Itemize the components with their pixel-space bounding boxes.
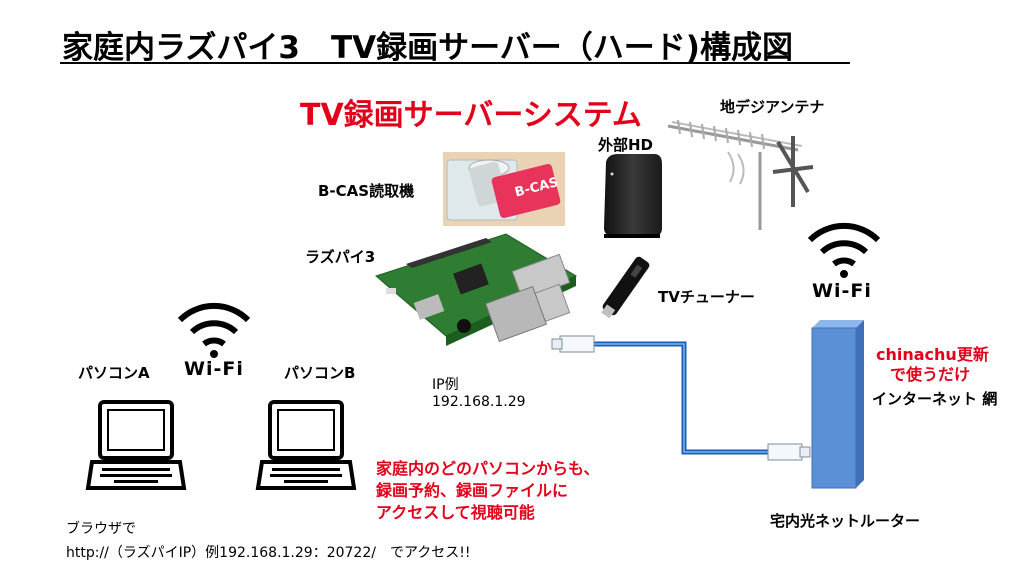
antenna-label: 地デジアンテナ <box>720 98 825 116</box>
router-label: 宅内光ネットルーター <box>770 512 921 530</box>
wifi-icon-right <box>807 222 881 278</box>
wifi-label-left: Wi-Fi <box>184 358 244 380</box>
title-underline <box>60 62 850 64</box>
system-title: TV録画サーバーシステム <box>300 98 642 133</box>
lan-plug-left-icon <box>551 335 595 353</box>
laptop-b-icon <box>255 400 357 490</box>
chinachu-note-line2: で使うだけ <box>890 365 971 384</box>
pc-b-label: パソコンB <box>284 364 356 382</box>
chinachu-note-line1: chinachu更新 <box>876 345 989 364</box>
raspberry-pi-icon <box>374 233 578 346</box>
raspberry-pi-label: ラズパイ3 <box>305 248 376 266</box>
bcas-reader-icon: B-CAS <box>443 152 565 226</box>
access-note-line2: 録画予約、録画ファイルに <box>376 481 569 500</box>
access-note-line3: アクセスして視聴可能 <box>376 503 535 522</box>
internet-label: インターネット 網 <box>872 390 998 408</box>
wifi-label-right: Wi-Fi <box>812 280 872 302</box>
ip-example-value: 192.168.1.29 <box>432 394 526 410</box>
wifi-icon-left <box>177 302 251 358</box>
lan-plug-right-icon <box>767 443 811 461</box>
laptop-a-icon <box>85 400 187 490</box>
tv-tuner-icon <box>601 256 650 319</box>
footer-line1: ブラウザで <box>66 521 136 537</box>
router-icon <box>811 320 864 489</box>
tv-tuner-label: TVチューナー <box>658 288 755 306</box>
pc-a-label: パソコンA <box>78 364 150 382</box>
page-title: 家庭内ラズパイ3 TV録画サーバー（ハード)構成図 <box>62 30 793 66</box>
antenna-icon <box>667 119 814 230</box>
bcas-reader-label: B-CAS読取機 <box>318 182 415 200</box>
ip-example-label: IP例 <box>432 377 459 393</box>
external-hd-label: 外部HD <box>598 136 654 154</box>
access-note-line1: 家庭内のどのパソコンからも、 <box>376 459 600 478</box>
lan-cable <box>551 335 811 461</box>
external-hd-icon <box>604 154 662 238</box>
footer-line2: http://（ラズパイIP）例192.168.1.29：20722/ でアクセ… <box>66 545 471 561</box>
